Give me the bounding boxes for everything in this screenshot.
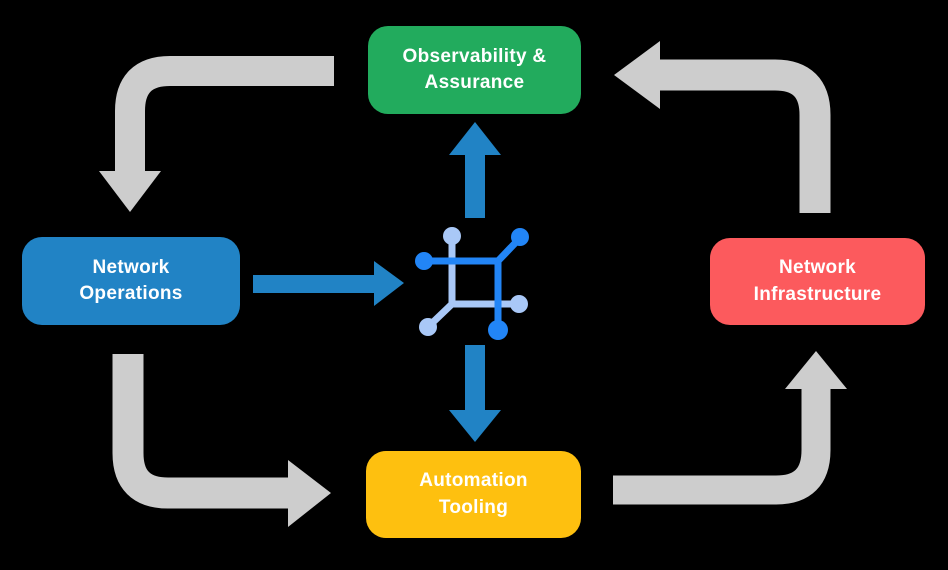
arrowhead-left — [614, 41, 660, 109]
cycle-arrow-infrastructure-to-observability — [614, 41, 831, 213]
arrowhead-down — [449, 410, 501, 442]
flow-arrow-center-to-observability — [449, 122, 501, 218]
node-network-infrastructure: Network Infrastructure — [710, 238, 925, 325]
cycle-arrow-observability-to-operations — [99, 56, 334, 212]
arrowhead-down — [99, 171, 161, 212]
flow-arrow-center-to-automation — [449, 345, 501, 442]
arrowhead-right — [374, 261, 404, 306]
flow-arrow-operations-to-center — [253, 261, 404, 306]
node-operations-label: Network Operations — [79, 256, 183, 304]
node-infrastructure-label: Network Infrastructure — [753, 257, 882, 305]
arrowhead-right — [288, 460, 331, 527]
node-observability-label: Observability & Assurance — [402, 45, 547, 93]
network-mesh-icon-dark-layer — [415, 228, 529, 340]
arrowhead-up — [785, 351, 847, 389]
cycle-arrow-operations-to-automation — [112, 354, 331, 527]
node-automation-label: Automation Tooling — [419, 470, 528, 518]
network-mesh-icon — [415, 227, 529, 340]
node-network-operations: Network Operations — [22, 237, 240, 325]
arrowhead-up — [449, 122, 501, 155]
network-mesh-icon-light-layer — [419, 227, 528, 336]
cycle-arrow-automation-to-infrastructure — [613, 351, 847, 505]
node-automation-tooling: Automation Tooling — [366, 451, 581, 538]
node-observability-assurance: Observability & Assurance — [368, 26, 581, 114]
